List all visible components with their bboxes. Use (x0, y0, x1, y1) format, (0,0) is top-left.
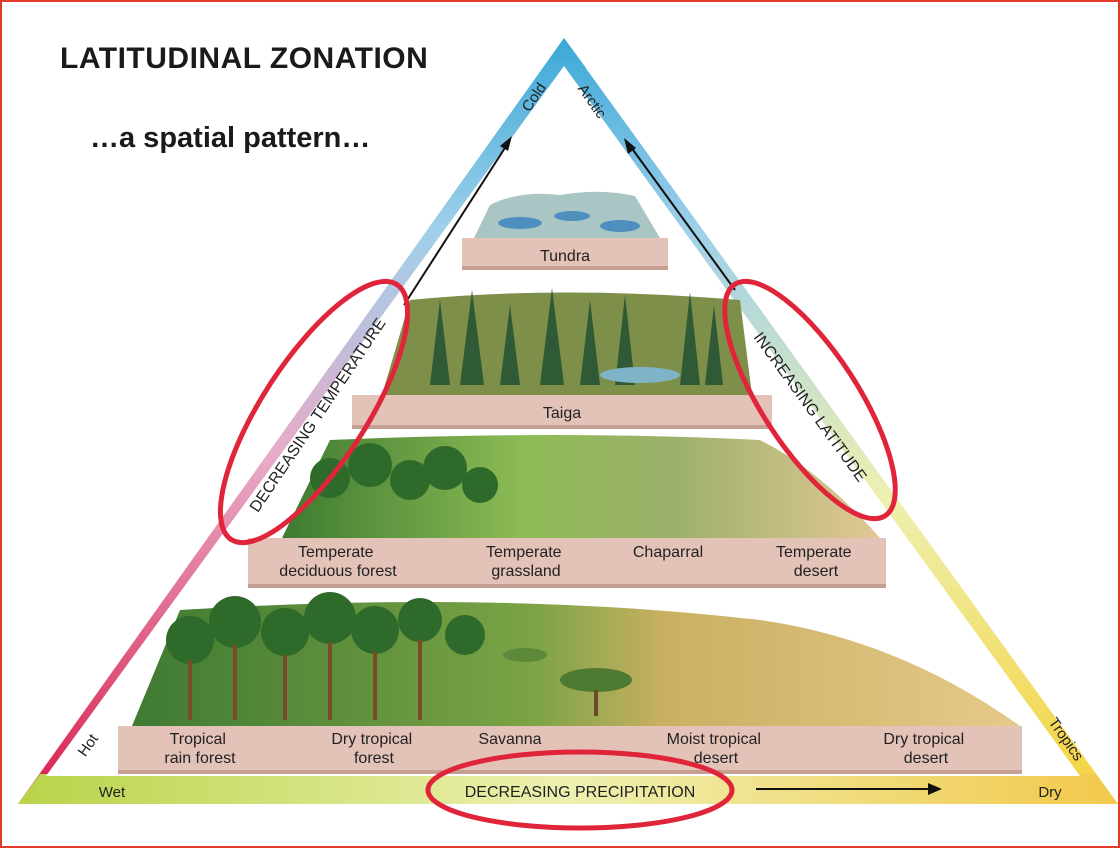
chaparral-label: Chaparral (633, 544, 703, 561)
wet-label: Wet (99, 784, 126, 801)
page-subtitle: …a spatial pattern… (90, 122, 370, 155)
taiga-label: Taiga (543, 405, 581, 422)
page-title: LATITUDINAL ZONATION (60, 42, 428, 76)
decreasing-precipitation-label: DECREASING PRECIPITATION (465, 784, 696, 801)
taiga-tier: Taiga (352, 288, 772, 429)
tundra-label: Tundra (540, 248, 590, 265)
dry-label: Dry (1038, 784, 1062, 801)
savanna-label: Savanna (478, 731, 541, 748)
